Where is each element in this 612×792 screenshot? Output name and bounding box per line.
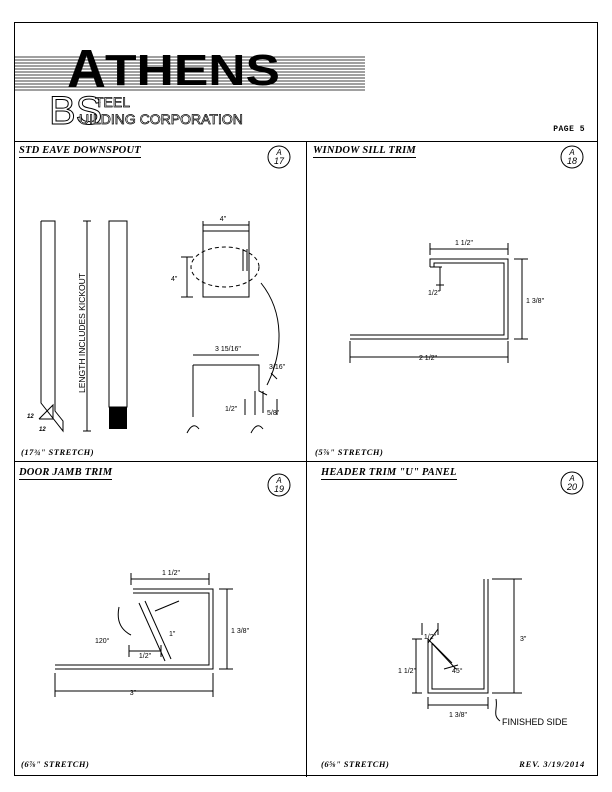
svg-text:20: 20 [566, 482, 577, 492]
panel-title-a20: HEADER TRIM "U" PANEL [321, 467, 457, 480]
svg-text:18: 18 [567, 156, 577, 166]
stretch-a17: (17¾" STRETCH) [21, 447, 95, 457]
stretch-a20: (6⅝" STRETCH) [321, 759, 390, 769]
a17-length-note: LENGTH INCLUDES KICKOUT [77, 273, 87, 393]
svg-text:A: A [568, 474, 574, 483]
page-number: PAGE 5 [553, 125, 585, 134]
stretch-a19: (6⅞" STRETCH) [21, 759, 90, 769]
a20-dim-bottom: 1 3/8" [449, 712, 468, 719]
a20-dim-left: 1 1/2" [398, 668, 417, 675]
a20-dim-height: 3" [520, 636, 527, 643]
a18-dim-height: 1 3/8" [526, 298, 545, 305]
drawing-a19: 1 1/2" 1" 120° 1 3/8" 1/2" 3" [54, 570, 250, 697]
a17-slope-a: 12 [27, 414, 34, 420]
logo: A THENS BS TEEL UILDING CORPORATION [15, 39, 365, 134]
a18-dim-top: 1 1/2" [455, 240, 474, 247]
a17-dim-d3: 1/2" [225, 406, 238, 413]
drawing-a18: 1 1/2" 1/2" 1 3/8" 2 1/2" [349, 240, 545, 363]
a17-dim-height: 4" [171, 276, 178, 283]
logo-word: THENS [105, 46, 280, 95]
a18-dim-lip: 1/2" [428, 290, 441, 297]
a19-dim-diag: 1" [169, 631, 176, 638]
divider-vertical [306, 141, 307, 777]
panel-title-a17: STD EAVE DOWNSPOUT [19, 145, 141, 158]
a20-dim-small: 1/2" [424, 634, 437, 641]
panel-title-a18: WINDOW SILL TRIM [313, 145, 416, 158]
svg-text:A: A [275, 148, 281, 157]
drawing-sheet: A THENS BS TEEL UILDING CORPORATION PAGE… [14, 22, 598, 777]
a17-dim-d1: 3 15/16" [215, 346, 241, 353]
logo-initial: A [67, 39, 106, 99]
a19-dim-angle: 120° [95, 637, 110, 645]
a19-dim-inner: 1/2" [139, 653, 152, 660]
a20-finished-side-note: FINISHED SIDE [502, 717, 568, 727]
panel-title-a19: DOOR JAMB TRIM [19, 467, 113, 480]
a17-dim-width: 4" [220, 216, 227, 223]
logo-steel: TEEL [95, 94, 130, 110]
logo-building: UILDING CORPORATION [79, 111, 243, 127]
a20-dim-angle: 45° [452, 667, 463, 675]
svg-text:A: A [275, 476, 281, 485]
svg-text:A: A [568, 148, 574, 157]
a19-dim-bottom: 3" [130, 690, 137, 697]
badge-a18: A 18 [560, 145, 584, 169]
svg-text:17: 17 [274, 156, 285, 166]
a17-kickout-fill [109, 407, 127, 429]
sheet-header: A THENS BS TEEL UILDING CORPORATION PAGE… [15, 23, 597, 141]
badge-a17: A 17 [267, 145, 291, 169]
a18-dim-bottom: 2 1/2" [419, 355, 438, 362]
drawing-a17: 4" 4" LENGTH INCLUDES KICKOUT 12 12 3 15… [27, 216, 286, 434]
a19-dim-height: 1 3/8" [231, 628, 250, 635]
badge-a20: A 20 [560, 471, 584, 495]
a19-dim-top: 1 1/2" [162, 570, 181, 577]
a17-dim-d4: 5/8" [267, 410, 280, 417]
a17-dim-d2: 3/16" [269, 364, 286, 371]
a17-slope-b: 12 [39, 427, 46, 433]
svg-text:19: 19 [274, 484, 284, 494]
stretch-a18: (5⅞" STRETCH) [315, 447, 384, 457]
badge-a19: A 19 [267, 473, 291, 497]
logo-initials: BS [49, 89, 102, 133]
drawing-a20: 3" 1/2" 45° 1 1/2" 1 3/8" FINISHED SIDE [398, 578, 568, 727]
revision-date: REV. 3/19/2014 [519, 759, 585, 769]
